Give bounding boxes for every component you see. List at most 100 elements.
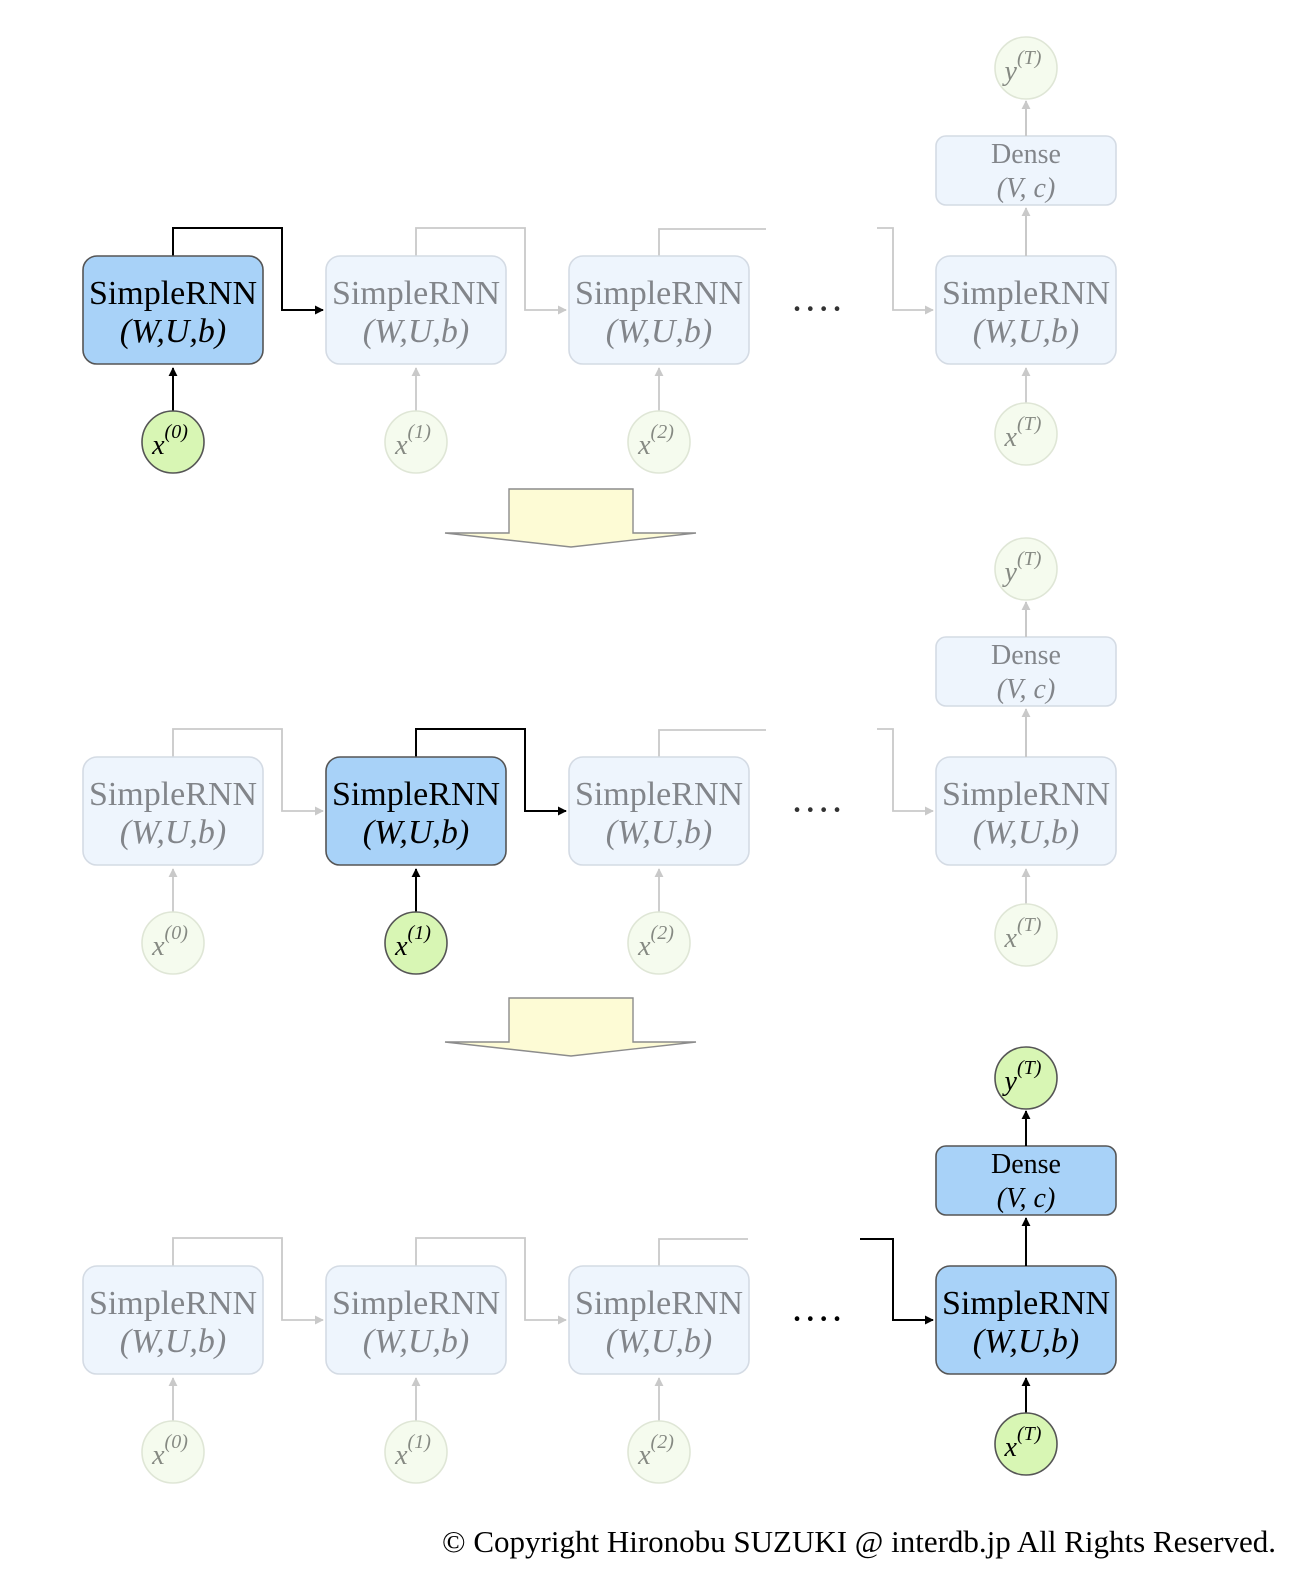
cell-params: (W,U,b) — [363, 1323, 469, 1360]
cell-box — [568, 1265, 750, 1375]
cell-title: SimpleRNN — [89, 776, 257, 813]
input-label: x(2) — [637, 1431, 674, 1471]
input-node-xT: x(T) — [994, 1412, 1058, 1476]
cell-params: (W,U,b) — [606, 1323, 712, 1360]
simplernn-cell-3: SimpleRNN(W,U,b) — [935, 255, 1117, 365]
cell-title: SimpleRNN — [942, 1285, 1110, 1322]
input-label: x(2) — [637, 421, 674, 461]
recurrent-line-out — [658, 228, 766, 256]
recurrent-arrow — [415, 227, 567, 315]
simplernn-cell-3: SimpleRNN(W,U,b) — [935, 756, 1117, 866]
stage-1: SimpleRNN(W,U,b)x(0)SimpleRNN(W,U,b)x(1)… — [82, 36, 1117, 474]
simplernn-cell-3: SimpleRNN(W,U,b) — [935, 1265, 1117, 1375]
input-node-x2: x(2) — [627, 410, 691, 474]
cell-box — [82, 756, 264, 866]
cell-title: SimpleRNN — [575, 275, 743, 312]
cell-box — [325, 1265, 507, 1375]
stage-2: SimpleRNN(W,U,b)x(0)SimpleRNN(W,U,b)x(1)… — [82, 537, 1117, 975]
simplernn-cell-2: SimpleRNN(W,U,b) — [568, 1265, 750, 1375]
dense-layer: Dense(V, c) — [935, 1145, 1117, 1216]
recurrent-arrow — [415, 1237, 567, 1325]
simplernn-cell-0: SimpleRNN(W,U,b) — [82, 1265, 264, 1375]
input-label: x(T) — [1004, 914, 1042, 954]
simplernn-cell-1: SimpleRNN(W,U,b) — [325, 255, 507, 365]
transition-arrow-1 — [444, 488, 697, 548]
input-label: x(0) — [151, 922, 188, 962]
dense-title: Dense — [991, 1149, 1061, 1180]
cell-params: (W,U,b) — [120, 313, 226, 350]
input-node-x2: x(2) — [627, 1420, 691, 1484]
input-node-x0: x(0) — [141, 1420, 205, 1484]
cell-params: (W,U,b) — [973, 313, 1079, 350]
recurrent-arrow-in — [877, 728, 934, 816]
input-node-xT: x(T) — [994, 402, 1058, 466]
recurrent-arrow-in — [860, 1238, 934, 1325]
input-node-x1: x(1) — [384, 1420, 448, 1484]
input-label: x(1) — [394, 922, 431, 962]
simplernn-cell-0: SimpleRNN(W,U,b) — [82, 756, 264, 866]
copyright-notice: © Copyright Hironobu SUZUKI @ interdb.jp… — [442, 1524, 1276, 1559]
simplernn-cell-2: SimpleRNN(W,U,b) — [568, 756, 750, 866]
cell-box — [568, 756, 750, 866]
dense-params: (V, c) — [997, 674, 1056, 705]
simplernn-cell-1: SimpleRNN(W,U,b) — [325, 1265, 507, 1375]
ellipsis: ···· — [790, 787, 843, 832]
input-label: x(0) — [151, 1431, 188, 1471]
input-node-x0: x(0) — [141, 410, 205, 474]
transition-arrow-2 — [444, 997, 697, 1057]
input-label: x(1) — [394, 1431, 431, 1471]
input-label: x(0) — [151, 421, 188, 461]
dense-layer: Dense(V, c) — [935, 135, 1117, 206]
input-node-x2: x(2) — [627, 911, 691, 975]
cell-title: SimpleRNN — [89, 1285, 257, 1322]
input-label: x(1) — [394, 421, 431, 461]
ellipsis: ···· — [790, 1296, 843, 1341]
cell-title: SimpleRNN — [332, 776, 500, 813]
recurrent-arrow-in — [877, 227, 934, 315]
simplernn-cell-1: SimpleRNN(W,U,b) — [325, 756, 507, 866]
input-node-x1: x(1) — [384, 911, 448, 975]
input-node-xT: x(T) — [994, 903, 1058, 967]
dense-layer: Dense(V, c) — [935, 636, 1117, 707]
input-node-x1: x(1) — [384, 410, 448, 474]
dense-params: (V, c) — [997, 173, 1056, 204]
cell-params: (W,U,b) — [120, 1323, 226, 1360]
cell-box — [82, 1265, 264, 1375]
cell-params: (W,U,b) — [606, 814, 712, 851]
simplernn-cell-2: SimpleRNN(W,U,b) — [568, 255, 750, 365]
simplernn-cell-0: SimpleRNN(W,U,b) — [82, 255, 264, 365]
cell-box — [325, 756, 507, 866]
cell-title: SimpleRNN — [575, 776, 743, 813]
output-label: y(T) — [1002, 47, 1042, 87]
recurrent-arrow — [415, 728, 567, 816]
dense-title: Dense — [991, 640, 1061, 671]
input-label: x(T) — [1004, 1423, 1042, 1463]
output-node: y(T) — [994, 1046, 1058, 1110]
output-node: y(T) — [994, 537, 1058, 601]
input-label: x(T) — [1004, 413, 1042, 453]
input-label: x(2) — [637, 922, 674, 962]
cell-title: SimpleRNN — [332, 1285, 500, 1322]
cell-title: SimpleRNN — [942, 275, 1110, 312]
cell-params: (W,U,b) — [120, 814, 226, 851]
cell-params: (W,U,b) — [363, 814, 469, 851]
dense-params: (V, c) — [997, 1183, 1056, 1214]
output-label: y(T) — [1002, 1057, 1042, 1097]
cell-params: (W,U,b) — [973, 1323, 1079, 1360]
output-label: y(T) — [1002, 548, 1042, 588]
cell-title: SimpleRNN — [89, 275, 257, 312]
cell-params: (W,U,b) — [363, 313, 469, 350]
cell-box — [568, 255, 750, 365]
cell-title: SimpleRNN — [332, 275, 500, 312]
cell-box — [325, 255, 507, 365]
recurrent-arrow — [172, 1237, 324, 1325]
dense-title: Dense — [991, 139, 1061, 170]
stage-3: SimpleRNN(W,U,b)x(0)SimpleRNN(W,U,b)x(1)… — [82, 1046, 1117, 1484]
cell-params: (W,U,b) — [606, 313, 712, 350]
recurrent-arrow — [172, 227, 324, 315]
cell-title: SimpleRNN — [942, 776, 1110, 813]
recurrent-arrow — [172, 728, 324, 816]
cell-box — [82, 255, 264, 365]
ellipsis: ···· — [790, 286, 843, 331]
